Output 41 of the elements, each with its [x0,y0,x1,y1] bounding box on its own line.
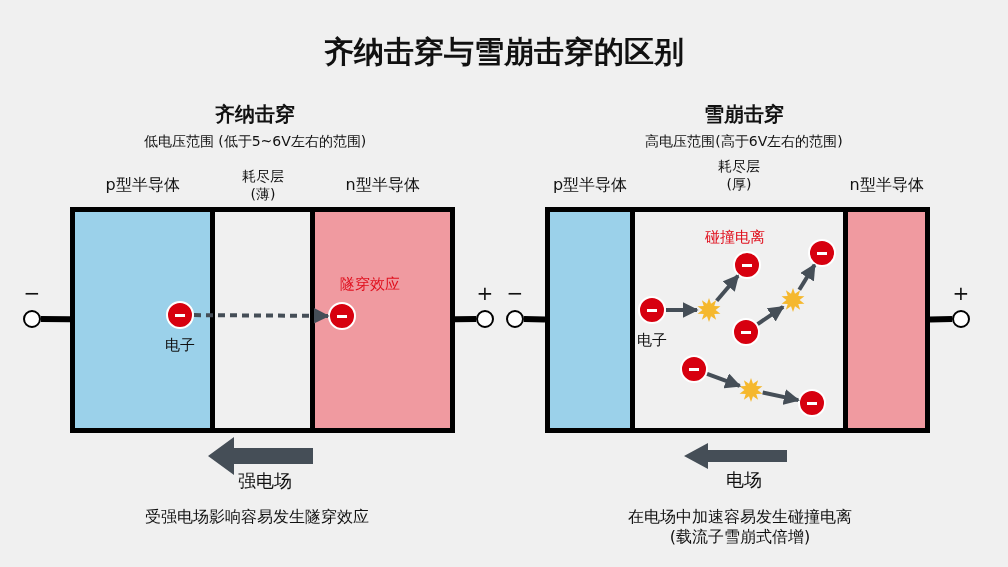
dashed-arrow [194,307,330,324]
terminal-circle [23,310,41,328]
region-label: 耗尽层 (厚) [717,157,761,193]
terminal-circle [952,310,970,328]
arrow [797,263,817,291]
field-label: 强电场 [238,469,292,493]
arrow [706,371,742,389]
voltage-range-note: 高电压范围(高于6V左右的范围) [645,133,843,151]
description-text: 在电场中加速容易发生碰撞电离 (载流子雪崩式倍增) [627,507,853,547]
arrow [756,305,785,326]
section-heading: 齐纳击穿 [215,101,295,127]
effect-label: 碰撞电离 [705,227,765,247]
terminal-circle [476,310,494,328]
arrow [666,302,699,318]
polarity-sign: − [23,280,41,306]
diagram-title: 齐纳击穿与雪崩击穿的区别 [324,33,684,71]
polarity-sign: + [476,280,494,306]
lead-wire [929,316,953,323]
region-label: p型半导体 [105,175,180,195]
electron-label: 电子 [165,335,195,355]
lead-wire [523,316,546,323]
region-label: n型半导体 [849,175,924,195]
collision-spark-icon [781,288,805,312]
effect-label: 隧穿效应 [340,274,400,294]
terminal-circle [506,310,524,328]
arrow [715,274,740,303]
polarity-sign: − [506,280,524,306]
polarity-sign: + [952,280,970,306]
collision-spark-icon [739,378,763,402]
lead-wire [454,316,477,323]
lead-wire [40,316,71,323]
collision-spark-icon [697,298,721,322]
region-label: 耗尽层 (薄) [241,167,285,203]
region-label: n型半导体 [345,175,420,195]
voltage-range-note: 低电压范围 (低于5~6V左右的范围) [143,133,367,151]
section-heading: 雪崩击穿 [704,101,784,127]
region-label: p型半导体 [552,175,628,195]
description-text: 受强电场影响容易发生隧穿效应 [145,507,369,527]
electron-label: 电子 [637,330,667,350]
field-label: 电场 [726,468,762,492]
arrow [762,389,800,405]
